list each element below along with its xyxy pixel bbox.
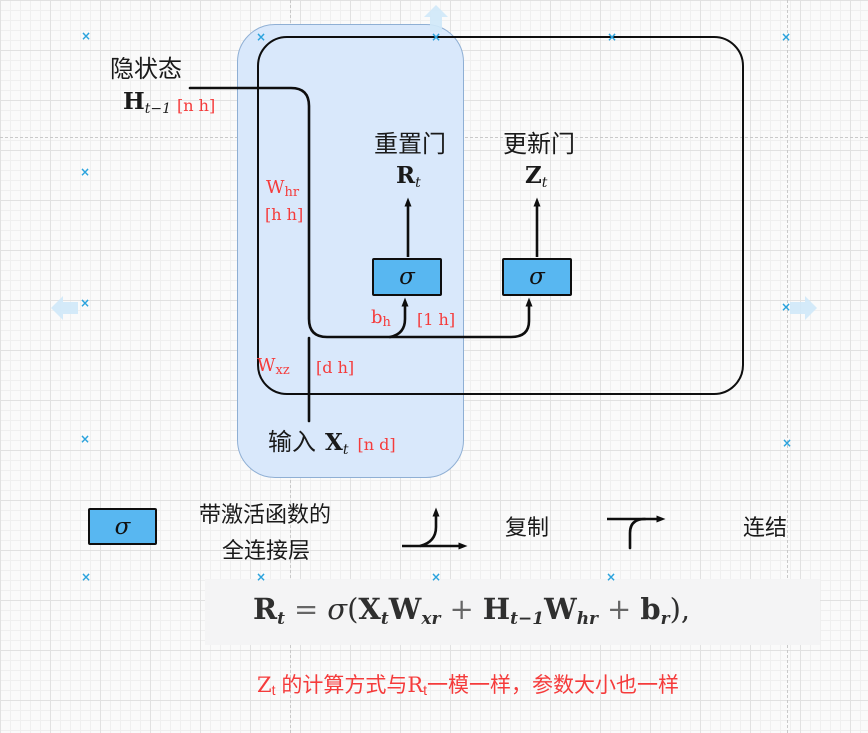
weight-wxz[interactable]: Wxz <box>257 355 290 378</box>
update-gate-var[interactable]: Zt <box>525 162 548 191</box>
edge-branch-to-reset-sigma[interactable] <box>388 297 409 339</box>
connection-cross-icon: × <box>606 30 618 44</box>
sigma-symbol: σ <box>529 264 545 290</box>
connection-cross-icon: × <box>781 436 793 450</box>
legend-sigma-box[interactable]: σ <box>88 508 157 545</box>
nav-arrow-right-icon[interactable] <box>790 296 817 320</box>
page-guide-vertical-right <box>787 0 788 733</box>
connection-cross-icon: × <box>80 29 92 43</box>
connection-cross-icon: × <box>79 432 91 446</box>
legend-copy-label[interactable]: 复制 <box>505 515 550 540</box>
nav-arrow-left-icon[interactable] <box>51 296 78 320</box>
formula-image-background <box>205 579 820 645</box>
legend-fc-line1[interactable]: 带激活函数的 <box>199 502 332 527</box>
connection-cross-icon: × <box>780 300 792 314</box>
hidden-state-dim[interactable]: [n h] <box>177 96 216 115</box>
connection-cross-icon: × <box>255 30 267 44</box>
legend-fc-line2[interactable]: 全连接层 <box>222 538 311 563</box>
caption[interactable]: Zt 的计算方式与Rt一模一样，参数大小也一样 <box>257 673 680 698</box>
connection-cross-icon: × <box>430 30 442 44</box>
connection-cross-icon: × <box>80 570 92 584</box>
reset-gate-label[interactable]: 重置门 <box>374 131 446 158</box>
sigma-box-update[interactable]: σ <box>502 258 572 296</box>
input-var: Xt <box>325 429 349 458</box>
bias-bh-dim[interactable]: [1 h] <box>417 310 456 329</box>
outer-loop-rect[interactable] <box>257 36 744 395</box>
input-dim: [n d] <box>357 435 396 454</box>
sigma-symbol: σ <box>114 513 131 540</box>
weight-whr-dim[interactable]: [h h] <box>265 205 304 224</box>
legend-concat-merge-icon <box>628 517 647 550</box>
connection-cross-icon: × <box>79 165 91 179</box>
reset-gate-var[interactable]: Rt <box>396 162 421 191</box>
bias-bh[interactable]: bh <box>371 307 391 330</box>
update-gate-label[interactable]: 更新门 <box>503 131 575 158</box>
sigma-symbol: σ <box>399 264 415 290</box>
hidden-state-label[interactable]: 隐状态 <box>110 56 182 83</box>
weight-wxz-dim[interactable]: [d h] <box>316 358 355 377</box>
formula[interactable]: Rt=σ(XtWxr+Ht−1Whr+br), <box>253 592 691 629</box>
sigma-box-reset[interactable]: σ <box>372 258 442 296</box>
edge-hidden-state-path[interactable] <box>188 86 533 339</box>
connection-cross-icon: × <box>430 570 442 584</box>
input-label: 输入 <box>268 429 316 456</box>
nav-arrow-up-icon[interactable] <box>424 5 448 32</box>
connection-cross-icon: × <box>605 570 617 584</box>
weight-whr[interactable]: Whr <box>266 177 300 200</box>
connection-cross-icon: × <box>79 296 91 310</box>
legend-copy-branch-icon <box>419 507 440 548</box>
connection-cross-icon: × <box>780 30 792 44</box>
blue-panel[interactable] <box>237 24 464 478</box>
input-label-group[interactable]: 输入 Xt [n d] <box>268 429 396 459</box>
legend-concat-label[interactable]: 连结 <box>743 515 788 540</box>
connection-cross-icon: × <box>255 570 267 584</box>
hidden-state-var[interactable]: Ht−1 <box>123 88 171 117</box>
